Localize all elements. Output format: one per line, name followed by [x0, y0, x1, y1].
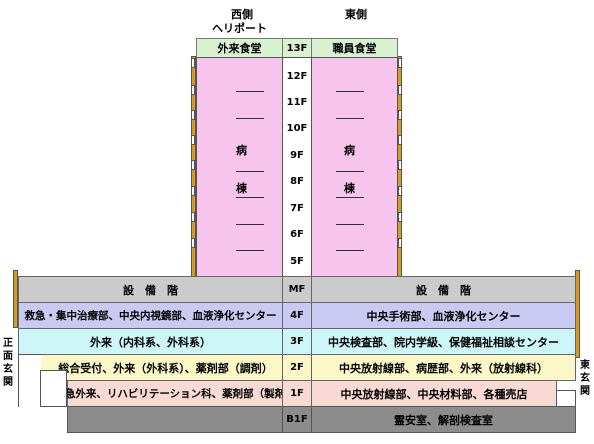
west-2f: 総合受付、外来（外科系）、薬剤部（調剤） — [40, 354, 283, 381]
floor-divider — [336, 224, 364, 225]
floor-divider — [236, 197, 264, 198]
floor-divider — [336, 171, 364, 172]
floor-3f: 3F — [282, 328, 312, 355]
equipment-floor-east: 設 備 階 — [311, 276, 576, 303]
ward-label-west-2: 棟 — [236, 182, 247, 195]
east-side-label: 東側 — [345, 8, 367, 21]
outpatient-cafeteria: 外来食堂 — [196, 38, 283, 58]
floor-4f: 4F — [282, 302, 312, 329]
tower-left-tick — [191, 58, 195, 68]
floor-12f: 12F — [286, 71, 308, 82]
east-entrance-door — [556, 390, 576, 407]
floor-divider — [236, 171, 264, 172]
tower-left-tick — [191, 135, 195, 145]
floor-2f: 2F — [282, 354, 312, 381]
ward-tower-east — [311, 57, 398, 277]
floor-7f: 7F — [290, 203, 304, 214]
ward-label-east-1: 病 — [344, 144, 355, 157]
tower-right-tick — [398, 186, 402, 196]
front-entrance-char-1: 正 — [3, 338, 13, 349]
tower-left-tick — [191, 186, 195, 196]
tower-right-tick — [398, 85, 402, 95]
tower-right-tick — [398, 160, 402, 170]
east-b1f: 霊安室、解剖検査室 — [311, 406, 576, 433]
tower-right-tick — [398, 238, 402, 248]
west-side-label: 西側 — [231, 8, 253, 21]
floor-5f: 5F — [290, 256, 304, 267]
front-entrance-outline — [18, 354, 41, 407]
base-left-post — [13, 270, 18, 328]
west-3f: 外来（内科系、外科系） — [18, 328, 283, 355]
floor-11f: 11F — [286, 97, 308, 108]
floor-divider — [236, 118, 264, 119]
tower-right-tick — [398, 135, 402, 145]
floor-divider — [336, 91, 364, 92]
east-3f: 中央検査部、院内学級、保健福祉相談センター — [311, 328, 576, 355]
floor-8f: 8F — [290, 176, 304, 187]
east-entrance-char-3: 関 — [580, 386, 590, 397]
east-4f: 中央手術部、血液浄化センター — [311, 302, 576, 329]
tower-floor-column — [282, 57, 312, 277]
tower-left-tick — [191, 160, 195, 170]
east-1f: 中央放射線部、中央材料部、各種売店 — [311, 380, 557, 407]
ward-tower-west — [196, 57, 283, 277]
east-entrance-char-2: 玄 — [580, 373, 590, 384]
front-entrance-char-2: 面 — [3, 351, 13, 362]
floor-divider — [336, 250, 364, 251]
west-b1f — [67, 406, 283, 433]
front-entrance-char-4: 関 — [3, 377, 13, 388]
ward-label-east-2: 棟 — [344, 182, 355, 195]
west-4f: 救急・集中治療部、中央内視鏡部、血液浄化センター — [18, 302, 283, 329]
front-entrance-char-3: 玄 — [3, 364, 13, 375]
east-2f: 中央放射線部、病歴部、外来（放射線科） — [311, 354, 576, 381]
floor-divider — [336, 118, 364, 119]
west-1f: 救急外来、リハビリテーション科、薬剤部（製剤） — [54, 380, 296, 407]
floor-divider — [236, 91, 264, 92]
equipment-floor-west: 設 備 階 — [18, 276, 283, 303]
staff-cafeteria: 職員食堂 — [311, 38, 398, 58]
tower-left-tick — [191, 212, 195, 222]
floor-b1f: B1F — [282, 406, 312, 433]
floor-6f: 6F — [290, 229, 304, 240]
east-entrance-char-1: 東 — [580, 360, 590, 371]
front-entrance-door — [40, 370, 67, 407]
floor-divider — [336, 197, 364, 198]
tower-left-tick — [191, 238, 195, 248]
ward-label-west-1: 病 — [236, 144, 247, 157]
floor-mf: MF — [282, 276, 312, 303]
tower-left-tick — [191, 110, 195, 120]
tower-right-tick — [398, 212, 402, 222]
tower-left-tick — [191, 85, 195, 95]
floor-1f: 1F — [282, 380, 312, 407]
floor-13f: 13F — [282, 38, 312, 58]
tower-right-tick — [398, 110, 402, 120]
tower-right-tick — [398, 58, 402, 68]
floor-9f: 9F — [290, 150, 304, 161]
floor-10f: 10F — [286, 123, 308, 134]
floor-divider — [236, 224, 264, 225]
floor-divider — [236, 250, 264, 251]
heliport-label: ヘリポート — [212, 22, 267, 35]
